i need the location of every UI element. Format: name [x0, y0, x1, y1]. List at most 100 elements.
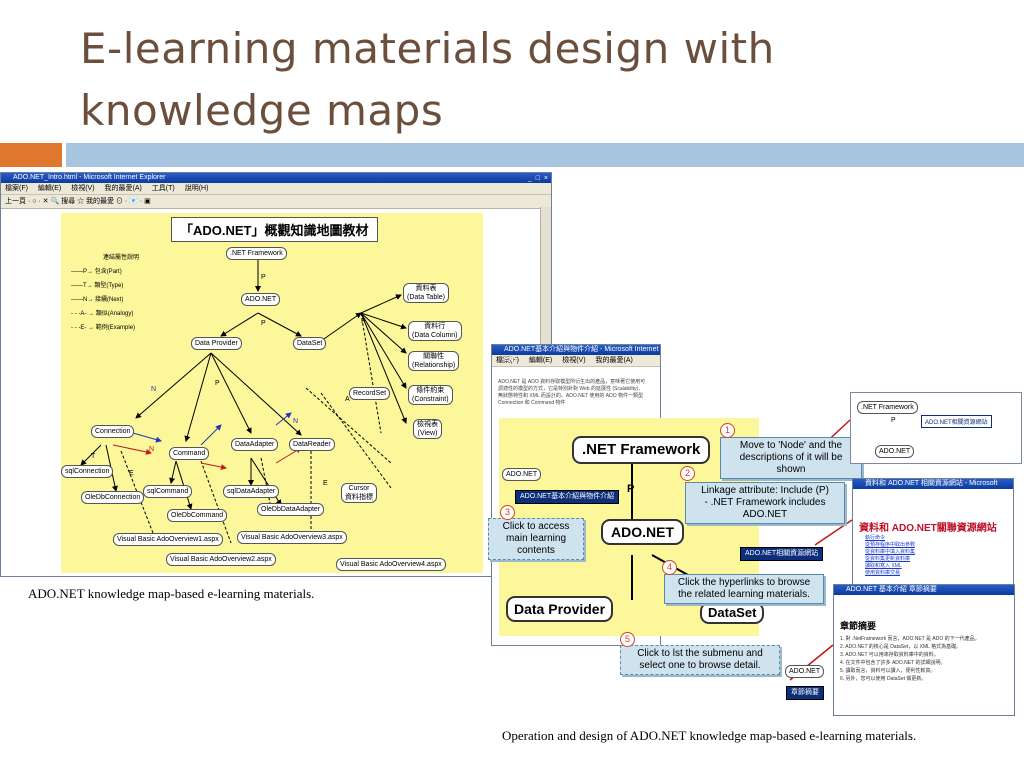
- label-n-3: N: [149, 446, 154, 453]
- step-number-4: 4: [662, 560, 677, 575]
- legend: 連結屬性說明 ——P→ 包含(Part) ——T→ 類型(Type) ——N→ …: [71, 251, 171, 335]
- w3-node-framework[interactable]: .NET Framework: [857, 401, 918, 414]
- node-dataadapter[interactable]: DataAdapter: [231, 438, 279, 451]
- zoom-node-adonet-small[interactable]: ADO.NET: [502, 468, 542, 481]
- summary-item-6: 6. 另外，您可以使用 DataSet 做更新。: [840, 676, 927, 682]
- node-datareader[interactable]: DataReader: [289, 438, 335, 451]
- node-connection[interactable]: Connection: [91, 425, 135, 438]
- legend-title: 連結屬性說明: [102, 255, 139, 261]
- node-sqldataadapter[interactable]: sqlDataAdapter: [223, 485, 280, 498]
- w3-tooltip: ADO.NET相關資源網站: [921, 415, 992, 428]
- step-number-2: 2: [680, 466, 695, 481]
- accent-bar-orange: [0, 143, 62, 167]
- step-number-1: 1: [720, 423, 735, 438]
- step-number-5: 5: [620, 632, 635, 647]
- node-cursor[interactable]: Cursor 資料指標: [341, 483, 377, 503]
- w2-menu-view[interactable]: 檢視(V): [562, 357, 586, 364]
- summary-heading: 章節摘要: [840, 621, 877, 631]
- map-title: 「ADO.NET」概觀知識地圖教材: [171, 217, 378, 242]
- label-p-1: P: [261, 274, 266, 281]
- node-vb1[interactable]: Visual Basic AdoOverview1.aspx: [113, 533, 223, 546]
- callout-4: Click the hyperlinks to browse the relat…: [664, 574, 824, 604]
- label-p-2: P: [261, 320, 266, 327]
- browser-window-main: ADO.NET_Intro.html - Microsoft Internet …: [0, 172, 552, 577]
- node-oledbconnection[interactable]: OleDbConnection: [81, 491, 145, 504]
- window5-title: ADO.NET 基本介紹 章節摘要: [846, 586, 937, 593]
- w2-menu-file[interactable]: 檔案(F): [496, 357, 519, 364]
- menu-view[interactable]: 檢視(V): [71, 185, 95, 192]
- tooltip-window: .NET Framework P ADO.NET ADO.NET相關資源網站: [850, 392, 1022, 464]
- resource-link-2[interactable]: 從預存程序中取出參數: [865, 542, 916, 548]
- node-oledbdataadapter[interactable]: OleDbDataAdapter: [257, 503, 325, 516]
- resource-link-4[interactable]: 從資料集更新資料庫: [865, 556, 911, 562]
- label-n-2: N: [293, 418, 298, 425]
- zoom-node-adonet[interactable]: ADO.NET: [601, 519, 684, 545]
- node-constraint[interactable]: 條件約束 (Constraint): [408, 385, 453, 405]
- node-oledbcommand[interactable]: OleDbCommand: [167, 509, 228, 522]
- label-t-1: T: [91, 453, 96, 460]
- map-links: P P P P N N N T E E A: [80, 259, 407, 544]
- w3-node-adonet[interactable]: ADO.NET: [875, 445, 915, 458]
- label-e-2: E: [323, 480, 328, 487]
- callout-1: Move to 'Node' and the descriptions of i…: [720, 437, 862, 479]
- w3-label-p: P: [891, 417, 896, 424]
- detail-text: ADO.NET 是 ADO 資料存取模型所衍生出的產品，意味著它使用可調適性的模…: [498, 379, 646, 406]
- node-relationship[interactable]: 關聯性 (Relationship): [408, 351, 460, 371]
- summary-item-5: 5. 讀取而言，資料可以讀入，便利性較高。: [840, 668, 936, 674]
- zoom-node-dataprovider[interactable]: Data Provider: [506, 596, 614, 622]
- menu-help[interactable]: 說明(H): [184, 185, 209, 192]
- legend-analogy: - - -A- → 類似(Analogy): [71, 311, 134, 317]
- menu-favorites[interactable]: 我的最愛(A): [104, 185, 142, 192]
- callout-2: Linkage attribute: Include (P) - .NET Fr…: [685, 482, 845, 524]
- menu-bar: 檔案(F) 編輯(E) 檢視(V) 我的最愛(A) 工具(T) 說明(H): [1, 183, 551, 195]
- node-datacolumn[interactable]: 資料行 (Data Column): [408, 321, 462, 341]
- menu-file[interactable]: 檔案(F): [5, 185, 28, 192]
- node-sqlconnection[interactable]: sqlConnection: [61, 465, 114, 478]
- accent-bar-blue: [66, 143, 1024, 167]
- menu-edit[interactable]: 編輯(E): [37, 185, 62, 192]
- summary-item-2: 2. ADO.NET 的核心是 DataSet，以 XML 格式為基礎。: [840, 644, 962, 650]
- node-datatable[interactable]: 資料表 (Data Table): [403, 283, 450, 303]
- node-dataprovider[interactable]: Data Provider: [191, 337, 242, 350]
- browser-toolbar[interactable]: 上一頁 · ○ · ✕ 🔍 搜尋 ☆ 我的最愛 ⊙ · 📧 · ▣: [1, 195, 551, 209]
- node-adonet[interactable]: ADO.NET: [241, 293, 281, 306]
- resource-link-5[interactable]: 讀取和寫入 XML: [865, 563, 902, 569]
- window-titlebar: ADO.NET_Intro.html - Microsoft Internet …: [1, 173, 551, 183]
- node-vb2[interactable]: Visual Basic AdoOverview2.aspx: [166, 553, 276, 566]
- legend-part: ——P→ 包含(Part): [71, 269, 122, 275]
- zoom-node-dataset[interactable]: DataSet: [700, 602, 765, 624]
- resource-button[interactable]: ADO.NET相關資源網站: [740, 547, 824, 561]
- label-a-1: A: [345, 396, 350, 403]
- zoom-node-framework[interactable]: .NET Framework: [572, 436, 711, 464]
- menu-tools[interactable]: 工具(T): [151, 185, 175, 192]
- resource-links: 執行命令 從預存程序中取出參數 從資料庫中填入資料集 從資料集更新資料庫 讀取和…: [865, 535, 915, 577]
- callout-3: Click to access main learning contents: [488, 518, 584, 560]
- resource-link-6[interactable]: 使用資料庫交易: [865, 570, 901, 576]
- resource-link-3[interactable]: 從資料庫中填入資料集: [865, 549, 916, 555]
- w2-menu-edit[interactable]: 編輯(E): [528, 357, 553, 364]
- resource-link-1[interactable]: 執行命令: [865, 535, 886, 541]
- node-dataset[interactable]: DataSet: [293, 337, 327, 350]
- node-vb4[interactable]: Visual Basic AdoOverview4.aspx: [336, 558, 446, 571]
- legend-type: ——T→ 類型(Type): [71, 283, 124, 289]
- legend-example: - - -E- → 範例(Example): [71, 325, 136, 331]
- intro-button[interactable]: ADO.NET基本介紹與物件介紹: [515, 490, 620, 504]
- summary-node-adonet[interactable]: ADO.NET: [785, 665, 825, 678]
- w2-menu-favorites[interactable]: 我的最愛(A): [595, 357, 633, 364]
- window2-title: ADO.NET基本介紹與物件介紹 - Microsoft Internet Ex…: [504, 346, 659, 363]
- node-recordset[interactable]: RecordSet: [349, 387, 391, 400]
- node-view[interactable]: 檢視表 (View): [413, 419, 442, 439]
- window-title: ADO.NET_Intro.html - Microsoft Internet …: [13, 174, 166, 181]
- knowledge-map-canvas: P P P P N N N T E E A 「ADO.NET」概觀知識地圖教材 …: [61, 213, 483, 573]
- label-n-1: N: [151, 386, 156, 393]
- caption-left: ADO.NET knowledge map-based e-learning m…: [28, 586, 315, 601]
- node-vb3[interactable]: Visual Basic AdoOverview3.aspx: [237, 531, 347, 544]
- node-command[interactable]: Command: [169, 447, 210, 460]
- summary-button[interactable]: 章節摘要: [786, 686, 824, 700]
- window2-menu-bar: 檔案(F) 編輯(E) 檢視(V) 我的最愛(A): [492, 355, 660, 367]
- node-framework[interactable]: .NET Framework: [226, 247, 287, 260]
- summary-item-1: 1. 對 .NetFramework 而言，ADO.NET 是 ADO 的下一代…: [840, 636, 980, 642]
- label-e-1: E: [129, 470, 134, 477]
- window-controls[interactable]: _ □ ×: [527, 175, 549, 182]
- node-sqlcommand[interactable]: sqlCommand: [143, 485, 193, 498]
